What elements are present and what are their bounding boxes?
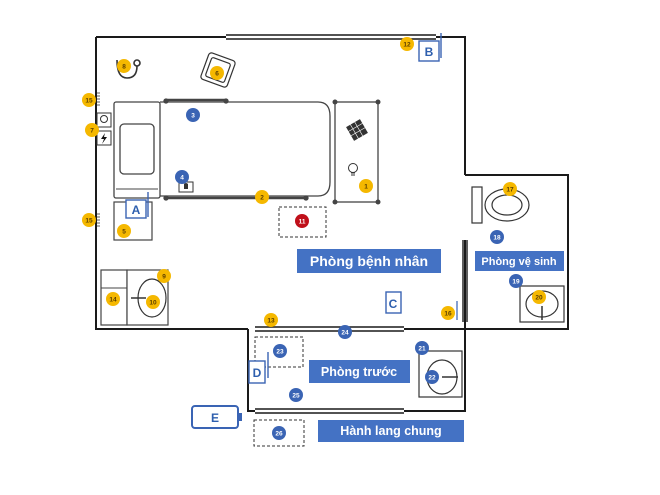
svg-text:E: E xyxy=(211,411,219,425)
svg-text:B: B xyxy=(425,45,434,59)
marker-1: 1 xyxy=(359,179,373,193)
svg-text:Phòng bệnh nhân: Phòng bệnh nhân xyxy=(310,253,428,269)
svg-text:11: 11 xyxy=(299,219,306,226)
marker-19: 19 xyxy=(509,274,523,288)
svg-text:6: 6 xyxy=(215,71,219,78)
svg-text:23: 23 xyxy=(276,349,284,356)
marker-15b: 15 xyxy=(82,213,96,227)
marker-14: 14 xyxy=(106,292,120,306)
svg-text:12: 12 xyxy=(403,42,411,49)
dashed-zone-11 xyxy=(278,206,327,238)
svg-text:Hành lang chung: Hành lang chung xyxy=(340,424,441,438)
anteroom-right-wall xyxy=(404,329,466,412)
marker-6: 6 xyxy=(210,66,224,80)
svg-text:14: 14 xyxy=(109,297,117,304)
svg-text:26: 26 xyxy=(275,431,283,438)
marker-12: 12 xyxy=(400,37,414,51)
marker-9: 9 xyxy=(157,269,171,283)
anteroom-left-wall xyxy=(247,329,255,412)
svg-text:A: A xyxy=(132,203,141,217)
marker-7: 7 xyxy=(85,123,99,137)
light-switch xyxy=(96,112,112,128)
marker-11: 11 xyxy=(295,214,309,228)
marker-22: 22 xyxy=(425,370,439,384)
svg-text:Phòng trước: Phòng trước xyxy=(321,365,397,379)
wall-vent-lower xyxy=(97,213,100,227)
svg-text:2: 2 xyxy=(260,195,264,202)
svg-text:C: C xyxy=(389,297,398,311)
svg-text:24: 24 xyxy=(341,330,349,337)
marker-24: 24 xyxy=(338,325,352,339)
svg-text:18: 18 xyxy=(493,235,501,242)
wall-vent-upper xyxy=(97,92,100,106)
bathroom-walls xyxy=(465,174,569,330)
marker-26: 26 xyxy=(272,426,286,440)
dashed-zone-26 xyxy=(253,419,305,447)
zone-sign-b: B xyxy=(418,33,442,62)
room-label-patient: Phòng bệnh nhân xyxy=(297,249,441,273)
patient-room-top-wall-right xyxy=(436,36,466,175)
svg-text:13: 13 xyxy=(267,318,275,325)
zone-sign-c: C xyxy=(385,291,402,314)
room-label-corridor: Hành lang chung xyxy=(318,420,464,442)
marker-18: 18 xyxy=(490,230,504,244)
svg-text:16: 16 xyxy=(444,311,452,318)
svg-text:15: 15 xyxy=(85,218,93,225)
room-label-bathroom: Phòng vệ sinh xyxy=(475,251,564,271)
zone-sign-d: D xyxy=(248,352,269,384)
dashed-zone-23 xyxy=(254,336,304,368)
power-socket-icon xyxy=(96,130,112,146)
svg-text:Phòng vệ sinh: Phòng vệ sinh xyxy=(481,256,556,268)
marker-16: 16 xyxy=(441,306,455,320)
marker-3: 3 xyxy=(186,108,200,122)
marker-23: 23 xyxy=(273,344,287,358)
openings xyxy=(226,34,468,414)
toilet-icon xyxy=(471,186,530,224)
svg-text:5: 5 xyxy=(122,229,126,236)
svg-text:8: 8 xyxy=(122,64,126,71)
marker-21: 21 xyxy=(415,341,429,355)
marker-25: 25 xyxy=(289,388,303,402)
patient-bed xyxy=(113,98,331,201)
marker-4: 4 xyxy=(175,170,189,184)
svg-text:21: 21 xyxy=(418,346,426,353)
marker-15a: 15 xyxy=(82,93,96,107)
bedside-table xyxy=(332,99,381,205)
svg-text:3: 3 xyxy=(191,113,195,120)
lightbulb-icon xyxy=(348,163,358,176)
sink-icon xyxy=(426,359,458,395)
svg-text:1: 1 xyxy=(364,184,368,191)
walls xyxy=(95,36,569,412)
room-label-anteroom: Phòng trước xyxy=(309,360,410,383)
svg-text:9: 9 xyxy=(162,274,166,281)
svg-text:22: 22 xyxy=(428,375,436,382)
svg-text:4: 4 xyxy=(180,175,184,182)
svg-text:20: 20 xyxy=(535,295,543,302)
svg-text:10: 10 xyxy=(149,300,157,307)
marker-10: 10 xyxy=(146,295,160,309)
marker-20: 20 xyxy=(532,290,546,304)
svg-text:19: 19 xyxy=(512,279,520,286)
svg-text:15: 15 xyxy=(85,98,93,105)
svg-text:7: 7 xyxy=(90,128,94,135)
tablet-icon xyxy=(346,119,368,141)
battery-icon: E xyxy=(191,405,242,429)
marker-8: 8 xyxy=(117,59,131,73)
zone-sign-a: A xyxy=(125,192,149,219)
markers: 1 2 5 6 7 8 9 10 12 13 14 15 15 16 17 20… xyxy=(82,37,546,440)
svg-text:D: D xyxy=(253,366,262,380)
anteroom-sink xyxy=(418,350,463,398)
marker-5: 5 xyxy=(117,224,131,238)
marker-2: 2 xyxy=(255,190,269,204)
marker-13: 13 xyxy=(264,313,278,327)
svg-text:17: 17 xyxy=(506,187,514,194)
marker-17: 17 xyxy=(503,182,517,196)
svg-text:25: 25 xyxy=(292,393,300,400)
